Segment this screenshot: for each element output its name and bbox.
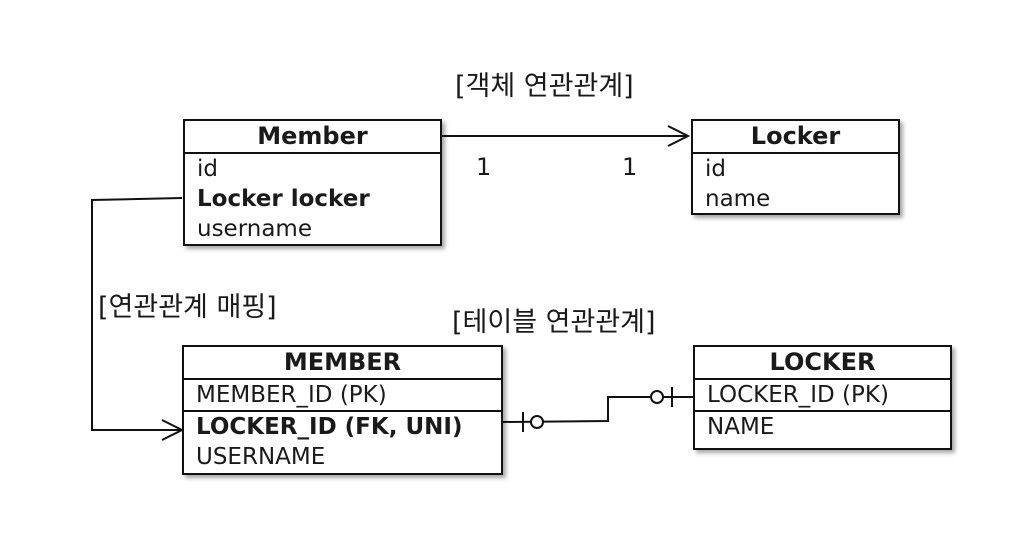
- member-col-username: USERNAME: [196, 444, 326, 470]
- member-table-title: MEMBER: [184, 347, 501, 380]
- member-field-locker: Locker locker: [197, 186, 370, 212]
- member-table-box: MEMBER MEMBER_ID (PK) LOCKER_ID (FK, UNI…: [182, 345, 503, 475]
- locker-table-box: LOCKER LOCKER_ID (PK) NAME: [693, 345, 952, 450]
- member-field-username: username: [197, 216, 312, 242]
- locker-field-name: name: [705, 186, 771, 212]
- member-entity-title: Member: [185, 121, 440, 154]
- locker-col-name: NAME: [695, 410, 950, 442]
- association-arrow: [440, 125, 691, 147]
- locker-table-title: LOCKER: [695, 347, 950, 380]
- object-relation-label: [객체 연관관계]: [455, 71, 634, 102]
- table-relation-label: [테이블 연관관계]: [452, 307, 656, 338]
- mapping-arrow: [91, 197, 185, 441]
- locker-entity-box: Locker id name: [691, 119, 900, 215]
- locker-col-locker-id: LOCKER_ID (PK): [707, 382, 889, 408]
- multiplicity-left: 1: [476, 153, 492, 181]
- member-entity-box: Member id Locker locker username: [183, 119, 442, 246]
- mapping-label: [연관관계 매핑]: [98, 292, 277, 323]
- member-field-id: id: [197, 156, 218, 182]
- multiplicity-right: 1: [622, 153, 638, 181]
- locker-entity-title: Locker: [693, 121, 898, 154]
- member-col-member-id: MEMBER_ID (PK): [196, 382, 387, 408]
- member-col-locker-id: LOCKER_ID (FK, UNI): [184, 410, 501, 442]
- table-relation-line: [501, 387, 694, 432]
- locker-field-id: id: [705, 156, 726, 182]
